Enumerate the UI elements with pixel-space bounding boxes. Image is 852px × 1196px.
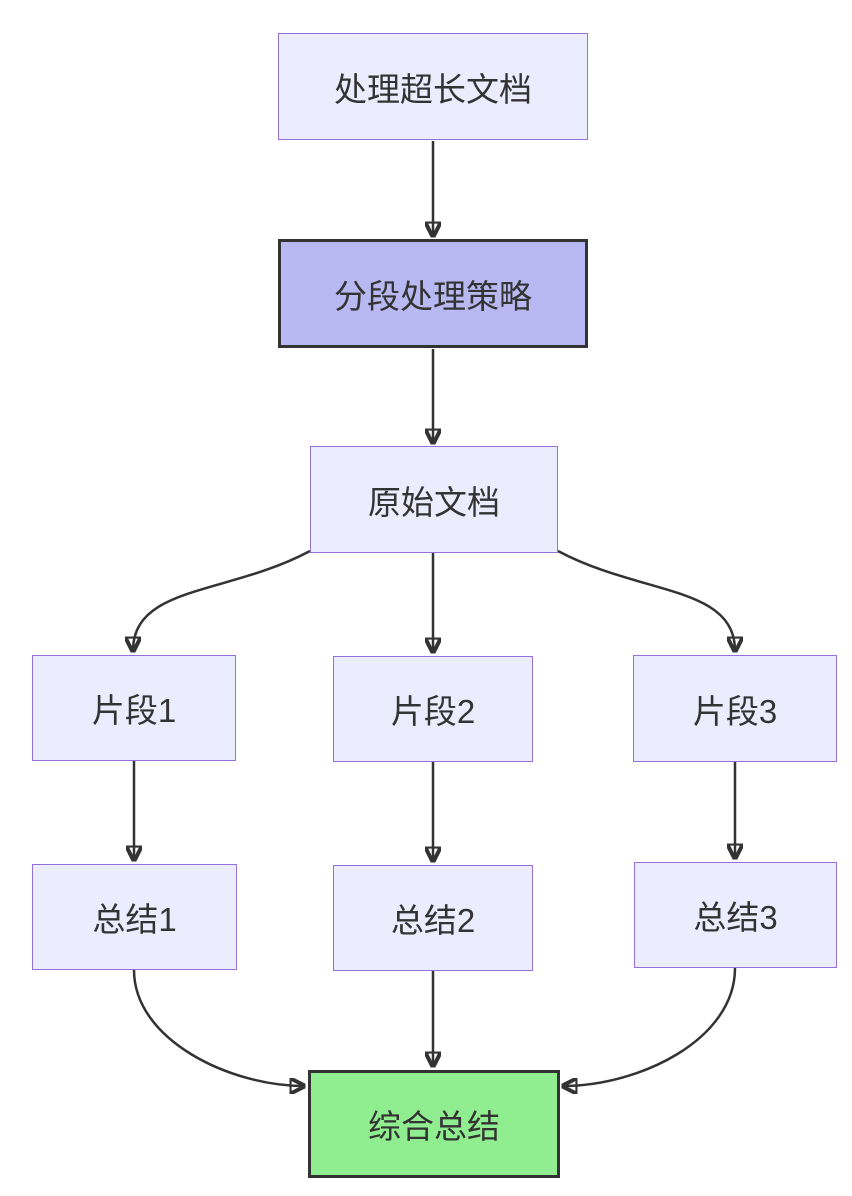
node-summary-2: 总结2 bbox=[333, 865, 533, 971]
node-fragment-1: 片段1 bbox=[32, 655, 236, 761]
edge-c-f bbox=[557, 549, 735, 651]
node-fragment-2: 片段2 bbox=[333, 656, 533, 762]
node-process-long-document: 处理超长文档 bbox=[278, 33, 588, 140]
node-summary-1: 总结1 bbox=[32, 864, 237, 970]
node-label: 总结1 bbox=[92, 901, 177, 938]
node-label: 分段处理策略 bbox=[334, 277, 532, 315]
node-label: 总结2 bbox=[390, 902, 476, 939]
node-label: 片段2 bbox=[390, 693, 476, 730]
edge-g-j bbox=[132, 969, 304, 1086]
node-label: 片段1 bbox=[91, 692, 177, 729]
node-combined-summary: 综合总结 bbox=[308, 1070, 560, 1178]
node-fragment-3: 片段3 bbox=[633, 655, 837, 762]
node-label: 总结3 bbox=[693, 899, 778, 936]
node-label: 片段3 bbox=[692, 692, 778, 730]
node-label: 综合总结 bbox=[368, 1108, 500, 1145]
edge-c-d bbox=[133, 549, 311, 651]
node-summary-3: 总结3 bbox=[634, 862, 837, 968]
node-segmentation-strategy: 分段处理策略 bbox=[278, 239, 588, 348]
node-label: 原始文档 bbox=[368, 483, 500, 521]
node-original-document: 原始文档 bbox=[310, 446, 558, 553]
node-label: 处理超长文档 bbox=[334, 70, 532, 108]
edge-i-j bbox=[563, 967, 737, 1086]
